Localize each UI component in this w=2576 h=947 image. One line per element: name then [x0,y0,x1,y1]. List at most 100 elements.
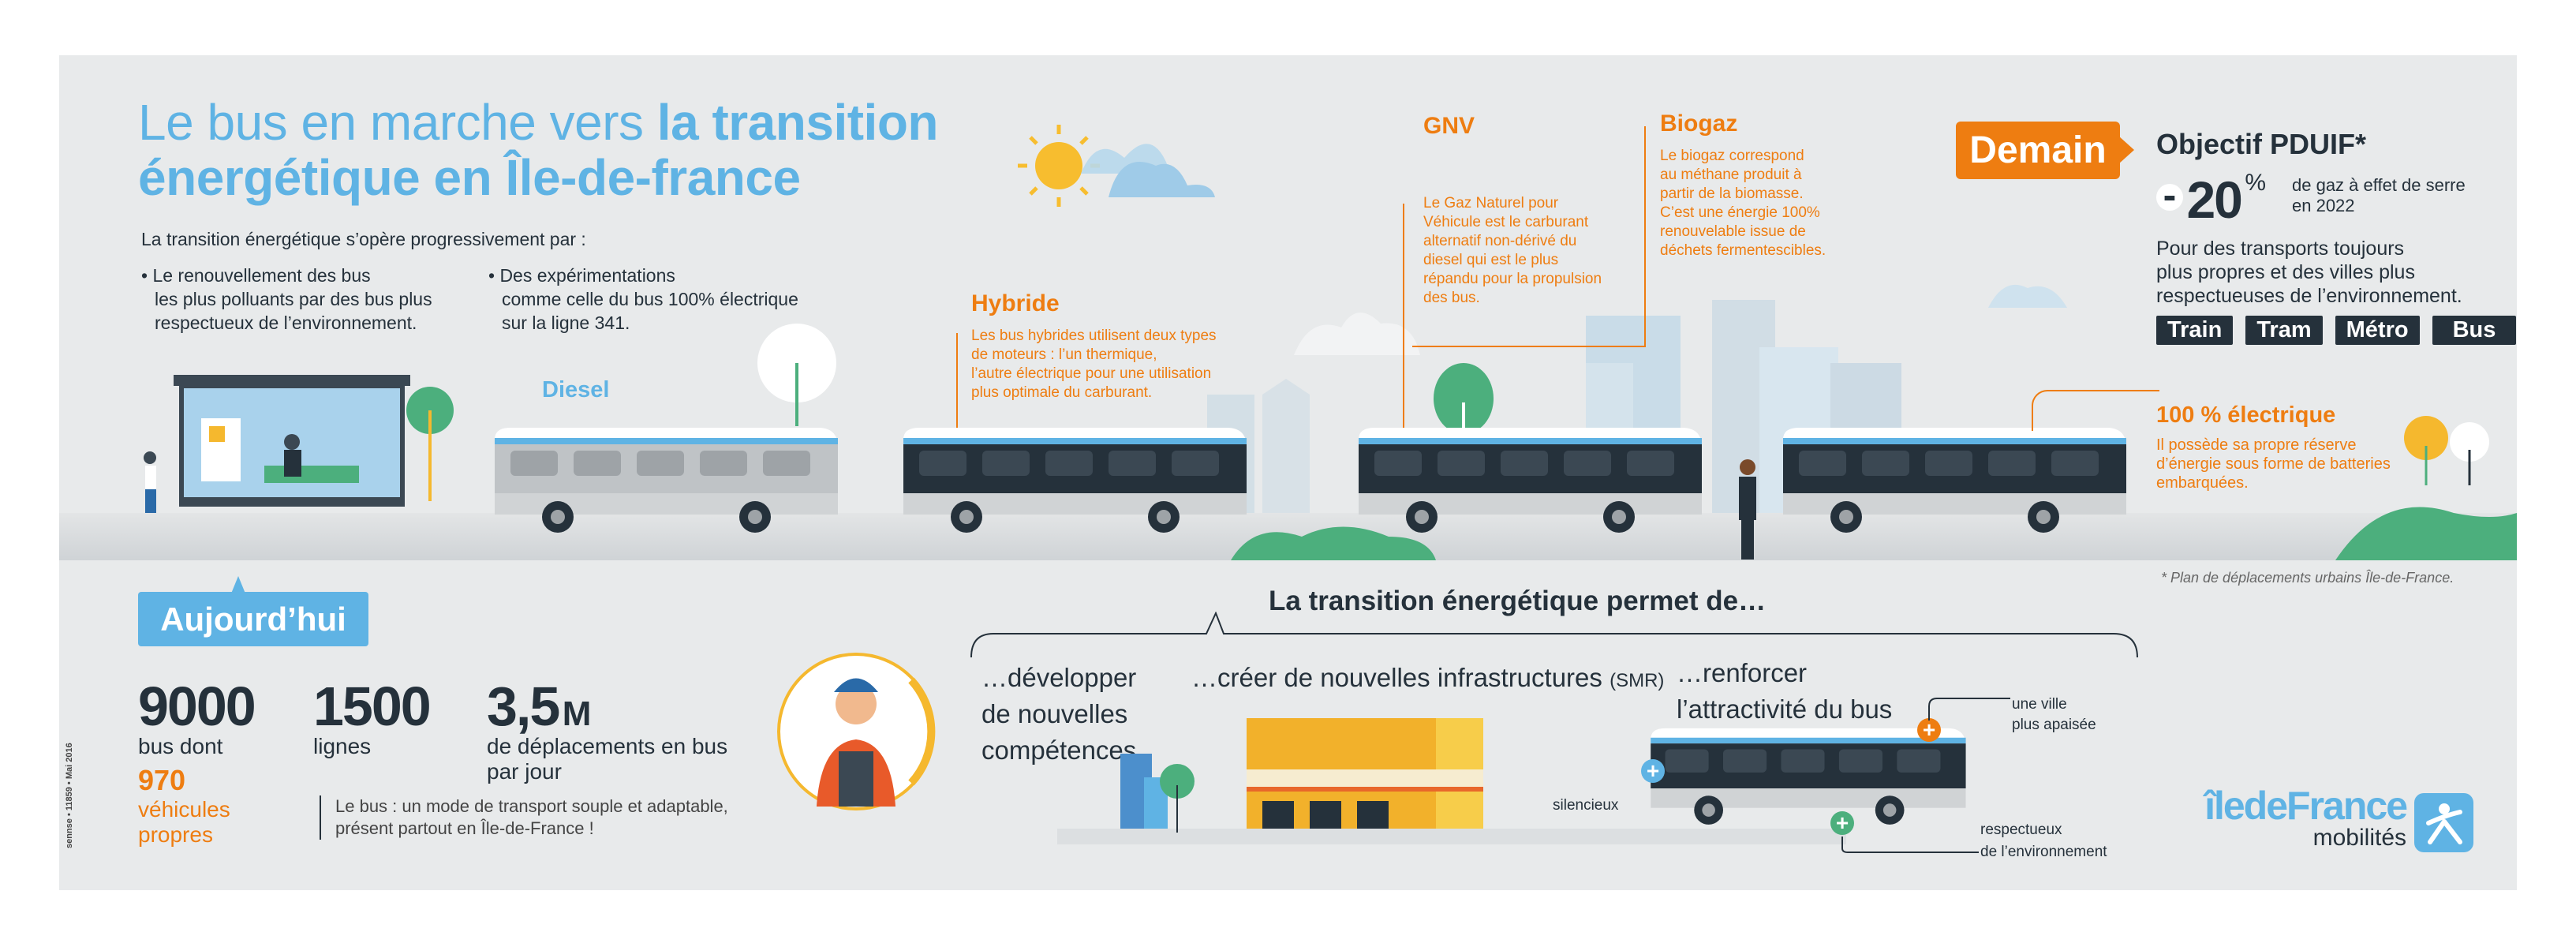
text-line: de nouvelles [981,699,1128,728]
title-bold-line2: énergétique en Île-de-france [138,149,801,206]
clean-label: propres [138,822,213,847]
text-line: partir de la biomasse. [1660,185,1804,202]
biogaz-connector [1644,126,1646,347]
reduction-figure: - 20 % [2156,170,2266,229]
hybride-text: Les bus hybrides utilisent deux types de … [971,327,1217,402]
benefits-title: La transition énergétique permet de… [1269,586,1767,616]
idf-pictogram-icon [2414,793,2473,852]
hybrid-bus [895,424,1252,534]
text-line: Le bus : un mode de transport souple et … [335,796,728,816]
percent-sign: % [2245,170,2267,196]
smr-depot-illustration [1057,718,1846,844]
diesel-label: Diesel [542,377,610,402]
transport-modes: Train Tram Métro Bus [2156,316,2529,345]
bullet-line: sur la ligne 341. [502,313,630,333]
text-line: de gaz à effet de serre [2292,175,2466,195]
trees-illustration [2404,416,2489,485]
mechanic-worker-illustration [777,653,936,810]
mode-bus: Bus [2432,316,2517,345]
bullet-line: respectueux de l’environnement. [155,313,417,333]
callout-silent: silencieux [1553,797,1619,814]
text-line: l’attractivité du bus [1677,694,1893,724]
diesel-bus [487,424,843,534]
footnote: * Plan de déplacements urbains Île-de-Fr… [2161,570,2454,586]
gnv-title: GNV [1423,113,1475,139]
bush-illustration [1231,526,1436,560]
text-line: répandu pour la propulsion [1423,271,1602,287]
mode-train: Train [2156,316,2234,345]
text-line: …renforcer [1677,658,1808,687]
text-line: …développer [981,663,1137,692]
hill-illustration [2335,507,2517,560]
text-line: diesel qui est le plus [1423,252,1559,268]
text-line: renouvelable issue de [1660,223,1806,240]
stat-lines: 1500 lignes [313,679,432,759]
text-line: embarquées. [2156,474,2249,492]
text-line: de moteurs : l’un thermique, [971,346,1157,363]
text-line: alternatif non-dérivé du [1423,233,1577,249]
hybride-title: Hybride [971,290,1060,316]
text-line: Véhicule est le carburant [1423,214,1589,230]
logo-sub: mobilités [2312,825,2406,851]
hybride-connector [956,333,958,442]
callout-lines [1841,698,2010,853]
minus-sign: - [2156,175,2183,215]
intro-text: La transition énergétique s’opère progre… [141,229,586,249]
bullet-line: les plus polluants par des bus plus [155,289,432,309]
text-line: Le biogaz correspond [1660,148,1804,164]
text-line: Les bus hybrides utilisent deux types [971,328,1217,344]
title-light: Le bus en marche vers [138,94,657,151]
plus-icon: + [1641,759,1665,783]
bullet-renewal: • Le renouvellement des bus les plus pol… [141,264,432,335]
sun-and-clouds-illustration [1018,125,1215,207]
bus-icon [1651,728,1966,825]
text-line: C’est une énergie 100% [1660,204,1820,221]
title-bold: la transition [656,94,939,151]
text-line: Il possède sa propre réserve [2156,436,2357,454]
plus-icon: + [1830,811,1854,835]
text-line: d’énergie sous forme de batteries [2156,455,2391,473]
stat-label: de déplacements en bus [487,734,728,758]
bus-icon [1783,428,2126,533]
bus-icon [495,428,838,533]
stat-label: bus dont [138,734,223,758]
benefit-attractiveness: …renforcer l’attractivité du bus [1677,655,1892,728]
credit: sennse • 11859 • Mai 2016 [65,743,74,848]
biogaz-title: Biogaz [1660,110,1738,137]
text-line: Le Gaz Naturel pour [1423,195,1559,211]
bullet-experiments: • Des expérimentations comme celle du bu… [488,264,798,335]
objectif-title: Objectif PDUIF* [2156,128,2367,160]
cloud-icon [1294,313,1420,355]
smr-suffix: (SMR) [1610,670,1665,691]
mode-tram: Tram [2245,316,2323,345]
stat-value: 3,5 [487,676,560,737]
demain-badge: Demain [1956,122,2120,179]
mode-metro: Métro [2335,316,2420,345]
text-line: respectueuses de l’environnement. [2156,285,2462,307]
stat-unit: M [562,694,592,733]
electric-bus [1775,424,2132,534]
text-line: de l’environnement [1980,844,2107,860]
cloud-icon [1988,284,2067,308]
bullet-line: comme celle du bus 100% électrique [502,289,798,309]
text-line: présent partout en Île-de-France ! [335,818,594,838]
stat-label: lignes [313,734,372,758]
text-line: au méthane produit à [1660,167,1802,183]
clean-value: 970 [138,764,186,796]
gnv-bus [1351,424,1707,534]
biogaz-connector-h [1412,346,1644,347]
plus-icon: + [1917,718,1941,742]
benefit-infrastructure: …créer de nouvelles infrastructures (SMR… [1191,660,1664,699]
attractive-bus [1643,722,1971,829]
bullet-line: • Des expérimentations [488,265,675,286]
tree-icon [757,324,836,426]
reduction-value: 20 [2186,170,2242,229]
aujourdhui-badge: Aujourd’hui [138,592,368,646]
text-line: des bus. [1423,290,1480,306]
badge-arrow [2118,136,2134,164]
